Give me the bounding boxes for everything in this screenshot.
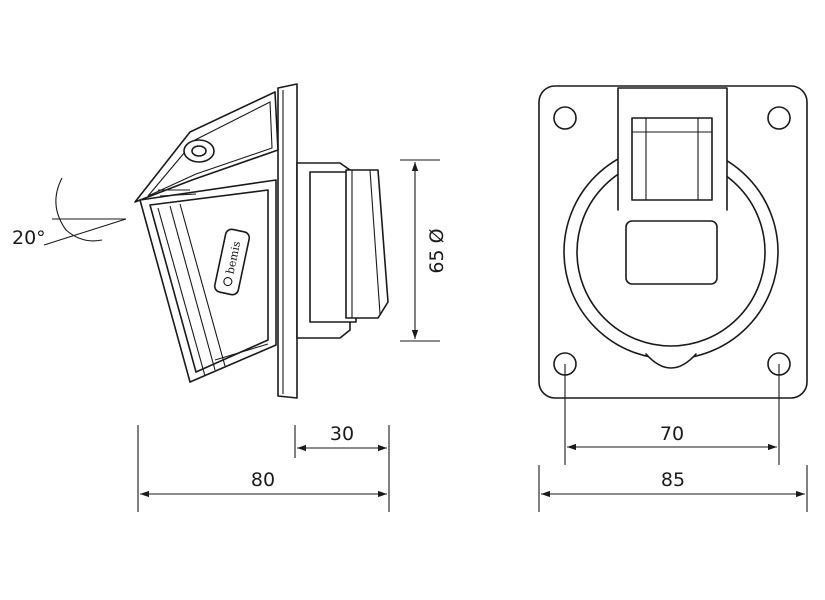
flange-plate-side [277, 83, 298, 399]
mounting-hole-icon [553, 106, 577, 130]
front-view: 70 85 [538, 85, 808, 512]
lid-latch [631, 117, 713, 201]
angle-label: 20° [12, 227, 46, 249]
flange-width-dimension: 85 [538, 465, 808, 512]
flange-width-label: 85 [661, 469, 685, 491]
front-depth-label: 30 [330, 423, 354, 445]
front-housing [139, 179, 277, 383]
angle-indicator: 20° [12, 177, 127, 249]
hinged-lid [134, 91, 279, 203]
rear-plug-body [296, 162, 389, 339]
contact-window [625, 220, 718, 285]
socket-notch [645, 353, 697, 369]
mounting-hole-icon [767, 106, 791, 130]
hole-spacing-label: 70 [660, 423, 684, 445]
front-depth-dimension: 30 [294, 423, 390, 512]
hole-spacing-dimension: 70 [564, 364, 780, 465]
diameter-dimension: 65 Ø [400, 159, 448, 342]
total-depth-dimension: 80 [137, 425, 387, 512]
side-view: 20° [12, 83, 448, 512]
total-depth-label: 80 [251, 469, 275, 491]
brand-label: bemis [213, 228, 251, 296]
diameter-label: 65 Ø [426, 228, 448, 273]
